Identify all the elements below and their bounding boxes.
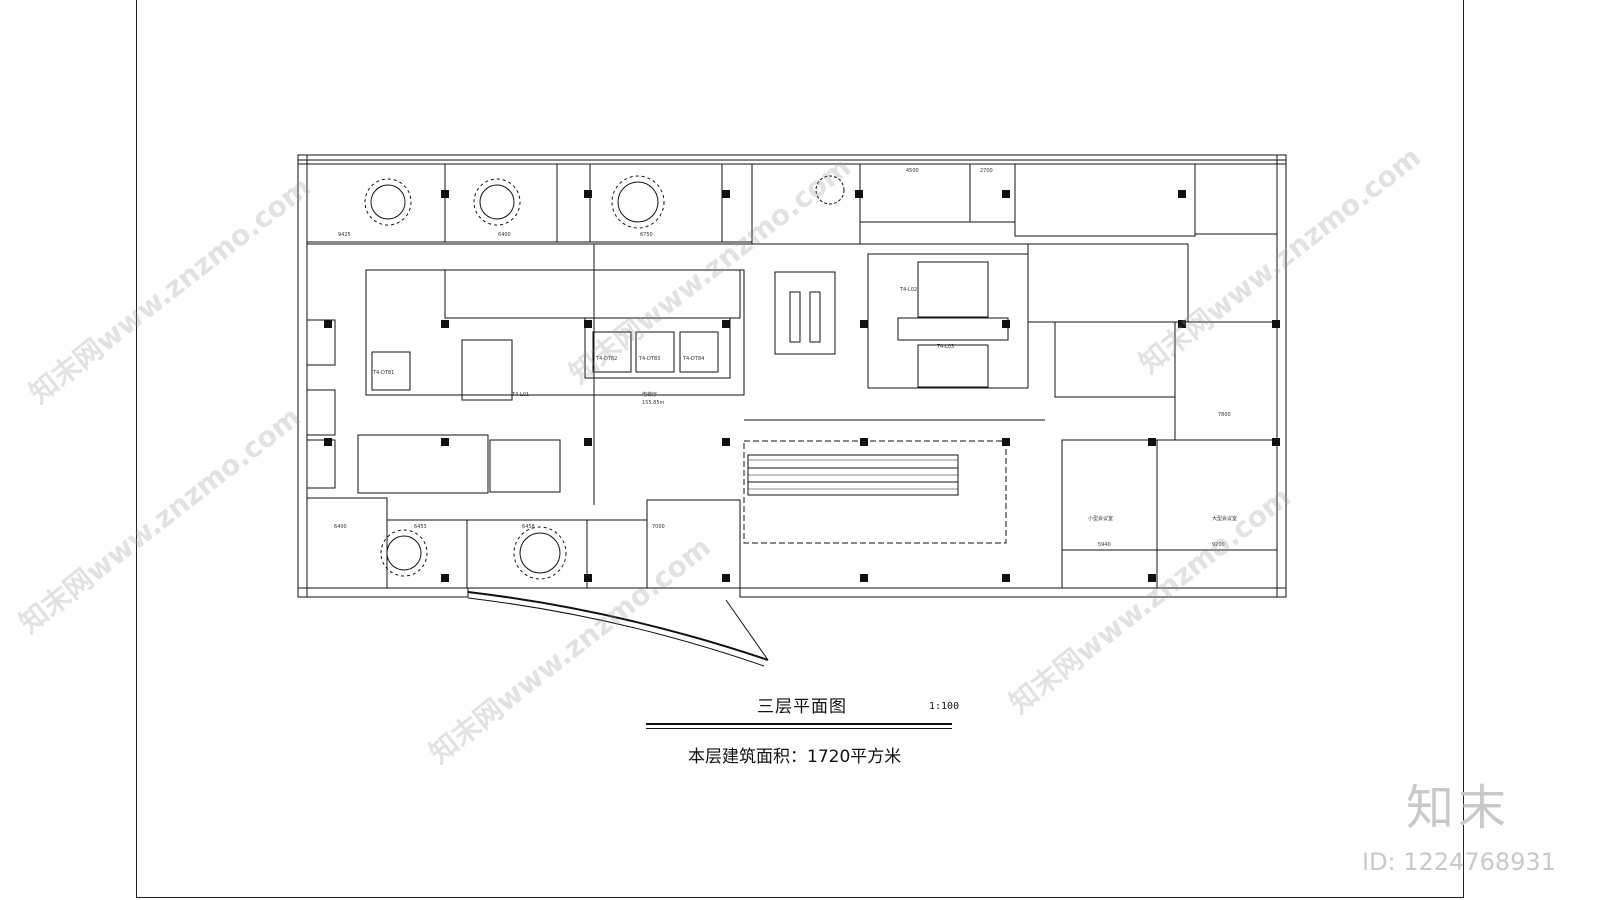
facade-right bbox=[1276, 154, 1287, 598]
label-small-meeting: 小型会议室 bbox=[1088, 515, 1113, 522]
label-stair-1: T4-L01 bbox=[511, 392, 529, 398]
elevator-lobby bbox=[584, 317, 731, 379]
label-stair-2: T4-L02 bbox=[899, 287, 917, 293]
dim-text: 6750 bbox=[640, 232, 653, 238]
room-dining-3 bbox=[589, 163, 723, 243]
dim-text: 7800 bbox=[1218, 412, 1231, 418]
stair-2 bbox=[489, 439, 561, 493]
dim-text: 9200 bbox=[1212, 542, 1225, 548]
room-small-meeting bbox=[1061, 439, 1158, 589]
label-large-meeting: 大型会议室 bbox=[1212, 515, 1237, 522]
label-elevator-2: T4-DT82 bbox=[595, 356, 617, 362]
dim-text: 2700 bbox=[980, 168, 993, 174]
brand-logo: 知末 bbox=[1406, 780, 1511, 836]
dim-text: 6400 bbox=[498, 232, 511, 238]
room-large-meeting bbox=[1156, 439, 1278, 589]
label-stair-3: T4-L03 bbox=[936, 344, 954, 350]
dim-text: 4500 bbox=[906, 168, 919, 174]
title-underline-thin bbox=[646, 728, 952, 729]
sheet-frame bbox=[136, 0, 1464, 898]
round-table bbox=[519, 532, 561, 574]
round-table bbox=[617, 181, 659, 223]
dim-text: 5940 bbox=[1098, 542, 1111, 548]
label-elevator-1: T4-DT81 bbox=[372, 370, 394, 376]
image-id: ID: 1224768931 bbox=[1362, 848, 1556, 876]
bar-counter bbox=[774, 271, 836, 355]
round-table bbox=[386, 535, 422, 571]
round-table bbox=[479, 184, 515, 220]
label-elevator-3: T4-DT83 bbox=[638, 356, 660, 362]
round-table bbox=[370, 184, 406, 220]
drawing-scale: 1:100 bbox=[929, 701, 960, 712]
room-dining-4 bbox=[306, 497, 388, 589]
curved-facade bbox=[467, 591, 769, 661]
dim-text: 7000 bbox=[652, 524, 665, 530]
room-office-corner bbox=[1194, 163, 1278, 235]
dim-text: 9425 bbox=[338, 232, 351, 238]
room-office-open bbox=[1014, 163, 1196, 237]
escalator-atrium bbox=[743, 440, 1007, 544]
facade-bottom-left bbox=[297, 587, 469, 598]
label-elevator-4: T4-DT84 bbox=[682, 356, 704, 362]
facade-bottom-right bbox=[739, 587, 1287, 598]
drawing-title: 三层平面图 bbox=[757, 697, 847, 717]
facade-left bbox=[297, 154, 308, 598]
stair-1 bbox=[461, 339, 513, 401]
dim-text: 6453 bbox=[414, 524, 427, 530]
title-underline-thick bbox=[646, 723, 952, 725]
label-elevator-hall: 电梯厅 bbox=[642, 391, 657, 398]
room-dining-2 bbox=[444, 163, 558, 243]
dim-text: 6458 bbox=[522, 524, 535, 530]
label-elevator-hall-area: 155.85m bbox=[642, 400, 664, 406]
dim-text: 6400 bbox=[334, 524, 347, 530]
room-dining-1 bbox=[306, 163, 446, 243]
floor-area-note: 本层建筑面积：1720平方米 bbox=[688, 747, 902, 767]
